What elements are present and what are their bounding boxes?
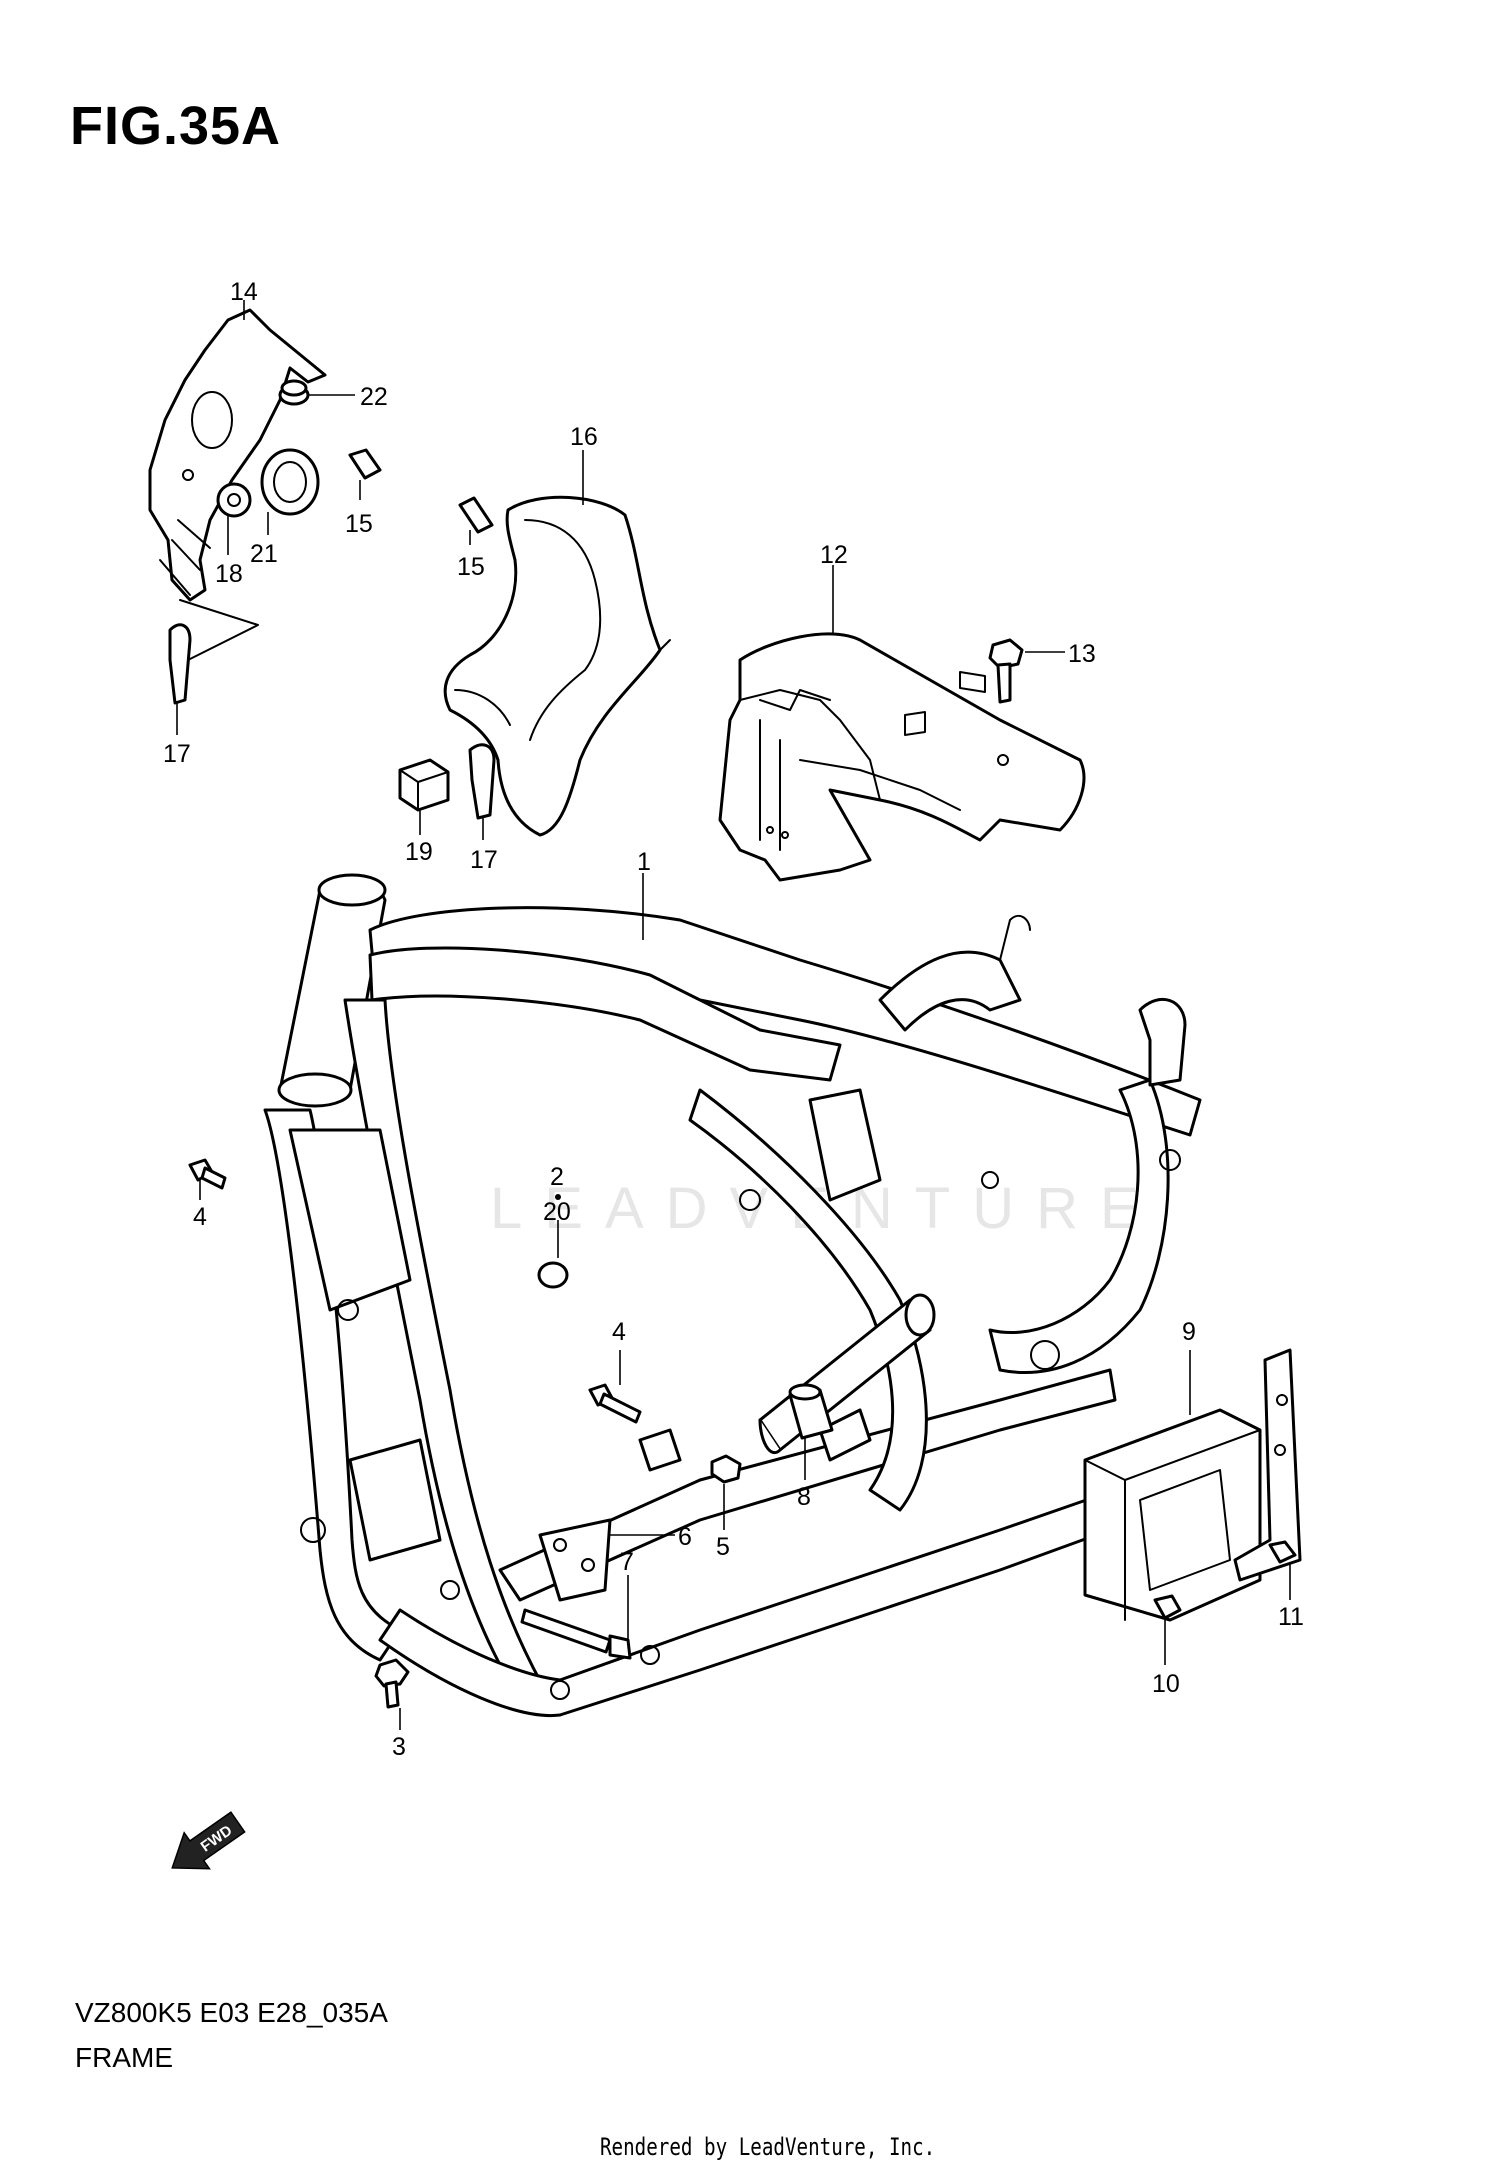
part-9-bracket	[1233, 1348, 1302, 1582]
part-22-grommet	[278, 379, 310, 406]
callout-2: 2	[550, 1163, 564, 1191]
part-16-cover	[443, 495, 671, 837]
callout-10: 10	[1152, 1670, 1180, 1698]
callout-14: 14	[230, 278, 258, 306]
part-12-battery-case	[718, 632, 1086, 882]
part-6-bracket	[538, 1518, 612, 1602]
callout-9: 9	[1182, 1318, 1196, 1346]
callout-17a: 17	[163, 740, 191, 768]
callout-18: 18	[215, 560, 243, 588]
part-10-bolt	[1153, 1594, 1182, 1620]
part-5-nut	[710, 1454, 742, 1484]
part-1-frame	[263, 873, 1202, 1718]
part-17-pad-a	[168, 623, 192, 705]
frame-name: FRAME	[75, 2042, 173, 2073]
part-17-pad-b	[468, 743, 496, 820]
callout-4b: 4	[612, 1318, 626, 1346]
callout-leaders	[176, 300, 1291, 1730]
callout-15b: 15	[457, 553, 485, 581]
callout-12: 12	[820, 541, 848, 569]
callout-4a: 4	[193, 1203, 207, 1231]
callout-21: 21	[250, 540, 278, 568]
part-4-bolt-b	[588, 1383, 642, 1424]
callout-22: 22	[360, 383, 388, 411]
model-code: VZ800K5 E03 E28_035A	[75, 1997, 388, 2028]
fwd-arrow-icon: FWD	[171, 1811, 246, 1870]
part-11-bolt	[1268, 1540, 1297, 1564]
render-credit: Rendered by LeadVenture, Inc.	[600, 2133, 936, 2161]
callout-6: 6	[678, 1523, 692, 1551]
figure-title: FIG.35A	[70, 96, 282, 156]
callout-5: 5	[716, 1533, 730, 1561]
callout-8: 8	[797, 1483, 811, 1511]
callout-19: 19	[405, 838, 433, 866]
callout-16: 16	[570, 423, 598, 451]
part-13-bolt	[988, 638, 1024, 704]
callout-17b: 17	[470, 846, 498, 874]
part-15-pad-a	[348, 448, 382, 480]
part-17-wire-a	[179, 599, 259, 661]
part-7-bolt	[520, 1608, 632, 1660]
callout-7: 7	[620, 1548, 634, 1576]
part-19-block	[398, 758, 450, 812]
callout-20: 20	[543, 1198, 571, 1226]
part-14-side-cover	[148, 308, 327, 602]
callout-15a: 15	[345, 510, 373, 538]
callout-11: 11	[1278, 1603, 1304, 1631]
part-18-washer	[216, 482, 252, 518]
part-4-bolt-a	[188, 1158, 227, 1190]
callout-dot	[555, 1194, 561, 1200]
part-8-sleeve	[788, 1383, 834, 1440]
part-20-grommet	[537, 1261, 569, 1289]
callout-13: 13	[1068, 640, 1096, 668]
callout-labels: 1 2 3 4 4 5 6 7 8 9 10 11 12 13 14 15 15…	[163, 278, 1304, 1761]
part-9-box	[1083, 1408, 1262, 1622]
callout-3: 3	[392, 1733, 406, 1761]
part-15-pad-b	[458, 496, 494, 534]
part-3-bolt	[374, 1658, 410, 1709]
callout-1: 1	[637, 848, 651, 876]
part-21-cushion	[260, 448, 320, 516]
